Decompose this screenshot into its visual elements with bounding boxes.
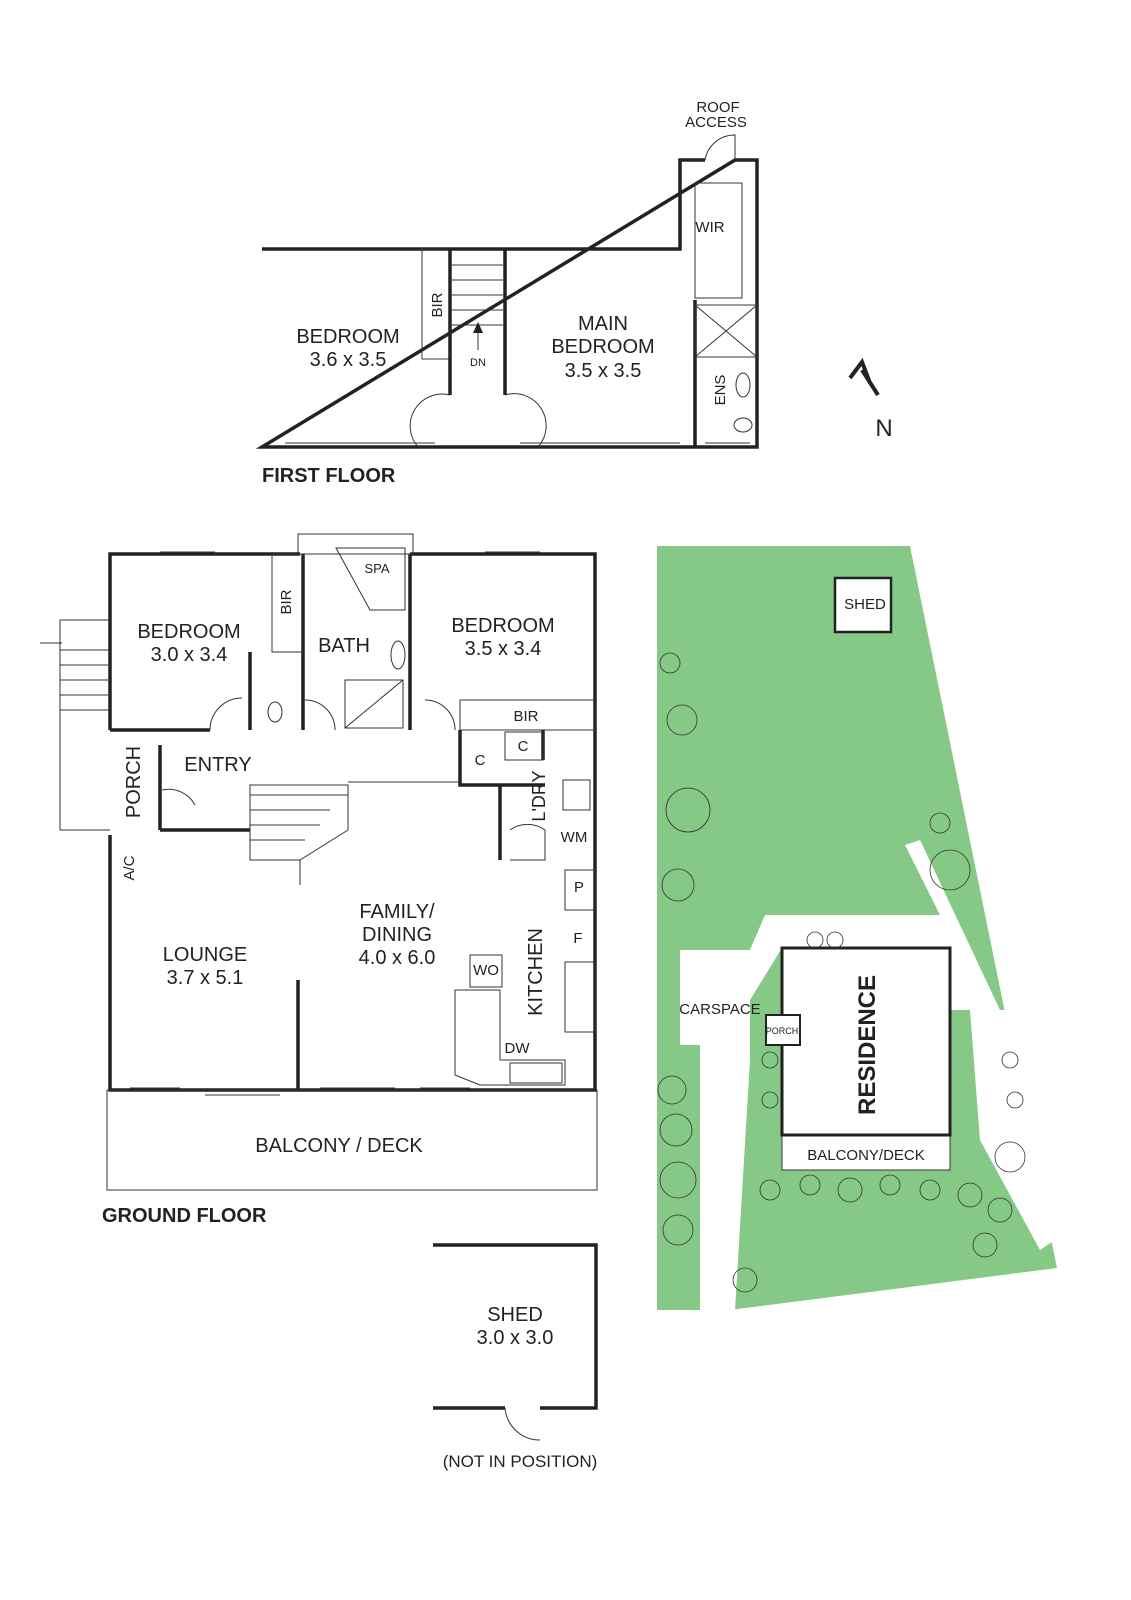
first-bir-label: BIR: [429, 292, 446, 317]
residence-label: RESIDENCE: [854, 975, 881, 1115]
wall-oven-label: WO: [473, 962, 499, 979]
ac-label: A/C: [121, 855, 138, 880]
porch-label: PORCH: [123, 746, 145, 818]
site-balcony-label: BALCONY/DECK: [807, 1147, 925, 1164]
first-floor-title: FIRST FLOOR: [262, 465, 396, 487]
ens-label: ENS: [712, 375, 729, 406]
first-bedroom-size: 3.6 x 3.5: [310, 349, 387, 371]
bath-label: BATH: [318, 635, 370, 657]
ground-floor: BEDROOM 3.0 x 3.4 BIR BATH SPA BEDROOM 3…: [40, 533, 598, 1227]
cupboard1-label: C: [475, 752, 486, 769]
bedroom1-label: BEDROOM: [137, 621, 240, 643]
site-shed-label: SHED: [844, 596, 886, 613]
bedroom2-size: 3.5 x 3.4: [465, 638, 542, 660]
trees: [657, 652, 1026, 1293]
bedroom1-size: 3.0 x 3.4: [151, 644, 228, 666]
main-bedroom-label: MAIN: [578, 313, 628, 335]
fridge-label: F: [573, 930, 582, 947]
balcony-label: BALCONY / DECK: [255, 1135, 423, 1157]
dishwasher-label: DW: [505, 1040, 531, 1057]
carspace-label: CARSPACE: [679, 1001, 760, 1018]
shed-label: SHED: [487, 1304, 543, 1326]
shed-size: 3.0 x 3.0: [477, 1327, 554, 1349]
lounge-size: 3.7 x 5.1: [167, 967, 244, 989]
first-floor: ROOF ACCESS BEDROOM 3.6 x 3.5 BIR DN MAI…: [255, 99, 759, 487]
spa-label: SPA: [364, 561, 389, 576]
pantry-label: P: [574, 879, 584, 896]
laundry-label: L'DRY: [529, 770, 549, 821]
cupboard2-label: C: [518, 738, 529, 755]
north-arrow-icon: [848, 357, 880, 397]
stairs-dn-label: DN: [470, 357, 486, 369]
main-bedroom-size: 3.5 x 3.5: [565, 360, 642, 382]
lounge-label: LOUNGE: [163, 944, 247, 966]
family-label-2: DINING: [362, 924, 432, 946]
family-label: FAMILY/: [359, 901, 435, 923]
bir2-label: BIR: [513, 708, 538, 725]
bedroom2-label: BEDROOM: [451, 615, 554, 637]
bir1-label: BIR: [278, 589, 295, 614]
wir-label: WIR: [695, 219, 724, 236]
entry-label: ENTRY: [184, 754, 251, 776]
site-porch-label: PORCH: [766, 1026, 799, 1036]
north-label: N: [875, 415, 892, 442]
first-bedroom-label: BEDROOM: [296, 326, 399, 348]
shed-plan: SHED 3.0 x 3.0 (NOT IN POSITION): [433, 1243, 598, 1471]
site-plan: SHED CARSPACE PORCH RESIDENCE BALCONY/DE…: [657, 546, 1057, 1310]
wm-label: WM: [561, 829, 588, 846]
roof-access-label-2: ACCESS: [685, 114, 747, 131]
main-bedroom-label-2: BEDROOM: [551, 336, 654, 358]
family-size: 4.0 x 6.0: [359, 947, 436, 969]
kitchen-label: KITCHEN: [525, 928, 547, 1016]
north-compass: N: [848, 357, 893, 442]
shed-note: (NOT IN POSITION): [443, 1452, 598, 1471]
ground-floor-title: GROUND FLOOR: [102, 1205, 267, 1227]
roof-access-label: ROOF: [696, 99, 739, 116]
